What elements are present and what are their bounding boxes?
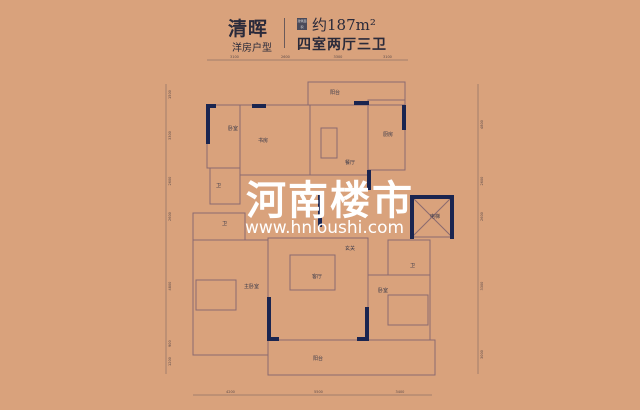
room-label-master-bedroom: 主卧室 [244, 283, 259, 290]
dimension-label: 1500 [168, 90, 172, 99]
room-living [267, 237, 369, 341]
room-label-bath-3: 卫 [410, 263, 415, 269]
room-balcony-s [267, 339, 436, 376]
dining-table [320, 127, 338, 159]
area-badge: 建筑面积 [297, 18, 307, 30]
room-study [239, 104, 311, 176]
room-label-entry: 玄关 [345, 245, 355, 252]
walls [206, 101, 454, 341]
room-bath-1 [209, 167, 241, 205]
bedroom-se-bed [387, 294, 429, 326]
room-label-bedroom-nw: 卧室 [228, 125, 238, 132]
room-label-bath-1: 卫 [216, 183, 221, 189]
living-rug [289, 254, 336, 291]
room-label-balcony-n: 阳台 [330, 89, 340, 96]
watermark-url: www.hnloushi.com [245, 218, 405, 238]
dimension-label: 1200 [168, 357, 172, 366]
room-label-bath-2: 卫 [222, 221, 227, 227]
unit-name: 清晖 [228, 18, 269, 40]
room-label-kitchen: 厨房 [383, 131, 393, 138]
dimension-label: 3300 [168, 131, 172, 140]
room-label-bedroom-se: 卧室 [378, 287, 388, 294]
room-master-bedroom [192, 239, 269, 356]
dimension-label: 4200 [226, 390, 235, 394]
dimension-label: 2600 [168, 177, 172, 186]
divider [284, 18, 285, 48]
room-dining [309, 104, 369, 176]
dimension-label: 3100 [383, 55, 392, 59]
unit-area: 约187m² [312, 16, 376, 34]
dimension-label: 3100 [230, 55, 239, 59]
room-label-living: 客厅 [312, 273, 322, 280]
master-bed [195, 279, 237, 311]
room-bath-3 [387, 239, 431, 276]
dimension-label: 2600 [168, 212, 172, 221]
dimension-label: 3400 [396, 390, 405, 394]
room-bedroom-nw [206, 104, 241, 169]
room-kitchen [367, 99, 406, 171]
dimension-label: 5500 [314, 390, 323, 394]
unit-type: 洋房户型 [232, 43, 272, 54]
dimension-label: 4800 [480, 120, 484, 129]
dimension-label: 3300 [480, 282, 484, 291]
dimension-label: 4800 [168, 282, 172, 291]
room-bath-2 [192, 212, 246, 241]
unit-layout: 四室两厅三卫 [297, 37, 387, 53]
watermark-text: 河南楼市 [246, 178, 414, 224]
room-label-balcony-s: 阳台 [313, 355, 323, 362]
dimension-label: 3000 [480, 350, 484, 359]
room-label-dining: 餐厅 [345, 159, 355, 166]
dimension-label: 2600 [281, 55, 290, 59]
dimension-label: 2600 [480, 177, 484, 186]
room-label-elevator: 电梯 [430, 213, 440, 220]
dimension-label: 3300 [334, 55, 343, 59]
room-bedroom-se [367, 274, 431, 341]
dimension-label: 900 [168, 340, 172, 347]
room-label-study: 书房 [258, 137, 268, 144]
dimension-label: 2600 [480, 212, 484, 221]
